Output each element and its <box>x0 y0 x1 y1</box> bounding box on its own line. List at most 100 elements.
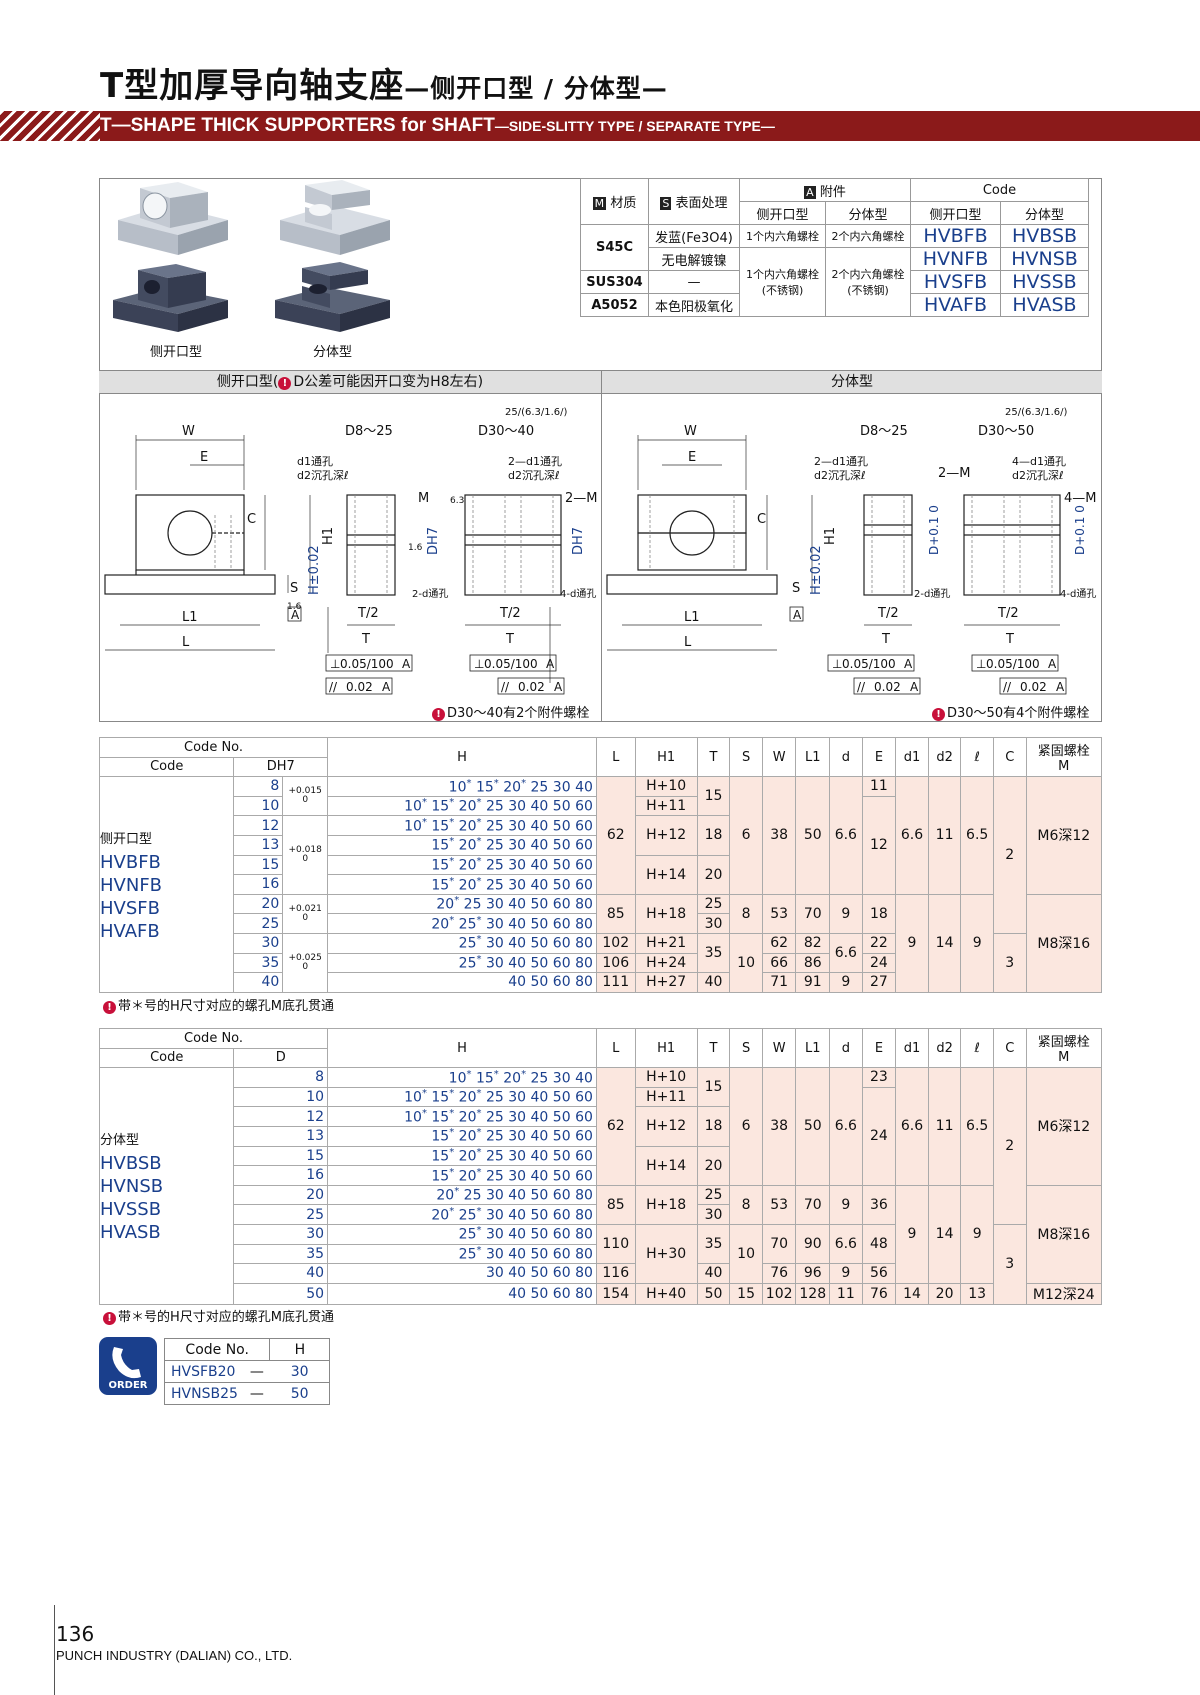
th2-d2: d2 <box>927 1027 962 1069</box>
W-value: 76 <box>761 1263 797 1284</box>
L1-value: 50 <box>795 776 831 895</box>
H-values: 10* 15* 20* 25 30 40 50 60 <box>327 815 597 836</box>
note-table1: !带＊号的H尺寸对应的螺孔M底孔贯通 <box>103 995 334 1014</box>
label-D-tol: D+0.1 0 <box>927 505 941 555</box>
page-subtitle: —侧开口型 / 分体型— <box>404 74 668 103</box>
th2-L1: L1 <box>795 1027 831 1069</box>
E-value: 24 <box>861 952 897 974</box>
tol-upper: +0.021 <box>288 903 322 914</box>
par-tol-r: 0.02 <box>874 680 901 694</box>
H1-value: H+21 <box>634 932 698 954</box>
series-code: HVASB <box>100 1222 161 1244</box>
bore-D: 12 <box>233 815 284 836</box>
th-L: L <box>595 736 636 778</box>
H-values: 20* 25 30 40 50 60 80 <box>327 893 597 915</box>
order-icon: ORDER <box>99 1337 157 1395</box>
L-value: 110 <box>595 1223 636 1265</box>
order-code-1: HVSFB20 <box>163 1360 244 1383</box>
label-d1: d1通孔 <box>297 455 333 468</box>
l-value: 9 <box>960 1184 994 1284</box>
th-S: S <box>729 736 763 778</box>
S-value: 8 <box>729 893 763 934</box>
H1-value: H+10 <box>634 1067 698 1088</box>
bore-D: 16 <box>233 1165 329 1186</box>
section-bar-separate: 分体型 <box>601 370 1102 394</box>
l-value: 9 <box>960 893 994 993</box>
H1-value: H+11 <box>634 1086 698 1108</box>
note-icon: ! <box>278 377 292 390</box>
d2-value: 14 <box>927 893 962 993</box>
bore-D: 15 <box>233 854 284 876</box>
series-code: HVBSB <box>100 1153 162 1175</box>
roughness-16b: 1.6 <box>408 543 423 553</box>
th-W: W <box>761 736 797 778</box>
spec-header-code: Code <box>910 178 1089 202</box>
d-value: 9 <box>829 1184 863 1225</box>
H-values: 30 40 50 60 80 <box>327 1263 597 1284</box>
dim-T: T <box>361 632 370 647</box>
par-tol-2: 0.02 <box>518 680 545 694</box>
bore-D: 30 <box>233 1223 329 1245</box>
H1-value: H+12 <box>634 1106 698 1147</box>
drawing-separate: W E L1 L C H1 H±0.02 S D8～25 D30～50 2—d1… <box>606 407 1097 695</box>
S-value: 10 <box>729 1223 763 1284</box>
label-d1-r: 2—d1通孔 <box>814 455 868 468</box>
E-value: 36 <box>861 1184 897 1225</box>
E-value: 76 <box>861 1282 897 1305</box>
datum-A: A <box>291 608 300 622</box>
roughness-symbol-r: 25/(6.3/1.6/) <box>1005 407 1068 418</box>
series-code: HVBFB <box>100 851 161 873</box>
order-example-table: Code No.H HVSFB20—30 HVNSB25—50 <box>163 1338 331 1405</box>
M-value: M8深16 <box>1025 1184 1103 1284</box>
surface-nickel: 无电解镀镍 <box>648 247 740 271</box>
dim-L-2: L <box>684 635 692 650</box>
E-value: 23 <box>861 1067 897 1088</box>
dim-H-2: H±0.02 <box>809 545 824 595</box>
dim-T2-r2: T/2 <box>997 606 1019 621</box>
H-values: 10* 15* 20* 25 30 40 50 60 <box>327 1106 597 1127</box>
th2-H: H <box>327 1027 597 1069</box>
tol-upper: +0.018 <box>288 845 322 856</box>
th2-T: T <box>696 1027 731 1069</box>
section-bar-side: 侧开口型(!D公差可能因开口变为H8左右) <box>99 370 601 394</box>
code-hvsfb: HVSFB <box>910 270 1001 294</box>
d2-value: 11 <box>927 1067 962 1186</box>
bore-D: 13 <box>233 1125 329 1147</box>
note-icon: ! <box>932 708 945 721</box>
C-value: 3 <box>992 932 1027 993</box>
label-2d-hole: 2-d通孔 <box>412 588 448 600</box>
S-value: 10 <box>729 932 763 993</box>
label-d2: d2沉孔深ℓ <box>297 469 349 482</box>
d-value: 6.6 <box>829 932 863 974</box>
L-value: 62 <box>595 1067 636 1186</box>
S-value: 6 <box>729 1067 763 1186</box>
par-symbol-2: // <box>501 680 510 694</box>
S-value: 6 <box>729 776 763 895</box>
T-value: 40 <box>696 972 731 993</box>
material-s45c: S45C <box>580 224 649 271</box>
order-h-1: 30 <box>269 1360 331 1383</box>
H-values: 25* 30 40 50 60 80 <box>327 1223 597 1245</box>
H-values: 10* 15* 20* 25 30 40 <box>327 1067 597 1088</box>
company-name: PUNCH INDUSTRY (DALIAN) CO., LTD. <box>56 1648 293 1663</box>
label-d2-r2: d2沉孔深ℓ <box>1012 469 1064 482</box>
label-D-tol-2: D+0.1 0 <box>1073 505 1087 555</box>
bore-D: 20 <box>233 893 284 915</box>
W-value: 38 <box>761 776 797 895</box>
d1-value: 9 <box>895 893 929 993</box>
english-subtitle: —SIDE-SLITTY TYPE / SEPARATE TYPE— <box>494 118 775 134</box>
dim-H: H±0.02 <box>307 545 322 595</box>
M-value: M12深24 <box>1025 1282 1103 1305</box>
l-value: 6.5 <box>960 776 994 895</box>
dim-L1-2: L1 <box>684 610 700 625</box>
label-4M-r: 4—M <box>1064 491 1097 506</box>
par-datum-2: A <box>554 680 563 694</box>
th-d2: d2 <box>927 736 962 778</box>
